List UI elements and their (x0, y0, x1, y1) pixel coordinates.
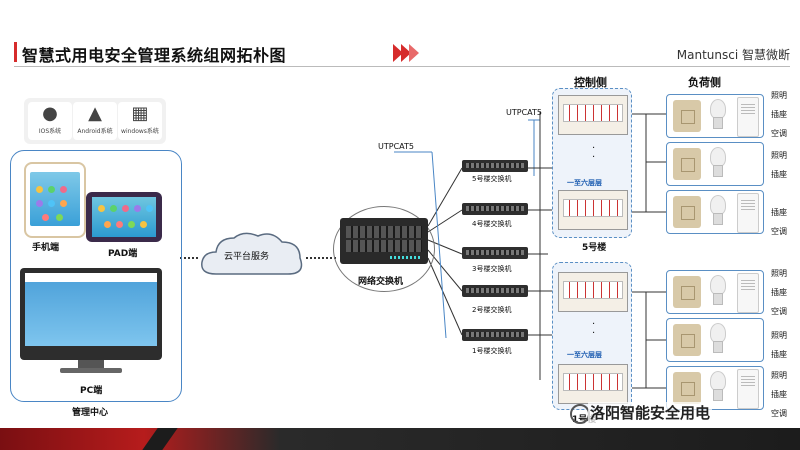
cable-label-left: UTPCAT5 (378, 142, 414, 151)
load-type-list: 照明 插座 空调 (771, 91, 787, 138)
load-type-list: 插座 空调 (771, 208, 787, 236)
brand-name: Mantunsci 智慧微断 (676, 48, 790, 62)
bulb-icon (707, 323, 727, 353)
floor-range-label: 一至六层层 (567, 179, 602, 187)
bulb-icon (707, 275, 727, 305)
android-icon: ▲Android系统 (73, 102, 117, 140)
wechat-icon (570, 404, 590, 424)
load-type-list: 照明 插座 空调 (771, 371, 787, 418)
cloud-label: 云平台服务 (224, 252, 270, 262)
pc-monitor-icon (20, 268, 162, 360)
load-equipment-box (666, 142, 764, 186)
switch-label: 4号楼交换机 (472, 220, 512, 228)
load-type-list: 照明 插座 (771, 331, 787, 359)
bulb-icon (707, 371, 727, 401)
switch-building-4-icon (462, 203, 528, 215)
breaker-panel-icon (558, 272, 628, 312)
management-center-label: 管理中心 (72, 408, 109, 418)
load-equipment-box (666, 94, 764, 138)
breaker-panel-icon (558, 95, 628, 135)
tablet-device-icon (86, 192, 162, 242)
monitor-stand (78, 360, 104, 370)
socket-icon (673, 148, 701, 180)
switch-label: 1号楼交换机 (472, 347, 512, 355)
bulb-icon (707, 99, 727, 129)
chevron-decoration-icon (393, 44, 419, 62)
main-switch-label: 网络交换机 (358, 277, 404, 287)
page-title: 智慧式用电安全管理系统组网拓朴图 (22, 46, 287, 65)
air-conditioner-icon (737, 369, 759, 409)
air-conditioner-icon (737, 273, 759, 313)
switch-label: 3号楼交换机 (472, 265, 512, 273)
phone-label: 手机端 (32, 243, 60, 253)
switch-building-5-icon (462, 160, 528, 172)
socket-icon (673, 100, 701, 132)
apple-icon: ●IOS系统 (28, 102, 72, 140)
load-side-header: 负荷侧 (688, 76, 721, 89)
load-equipment-box (666, 318, 764, 362)
cable-label-right: UTPCAT5 (506, 108, 542, 117)
air-conditioner-icon (737, 193, 759, 233)
os-platforms: ●IOS系统 ▲Android系统 ▦windows系统 (24, 98, 166, 144)
bulb-icon (707, 147, 727, 177)
breaker-panel-icon (558, 364, 628, 404)
header-divider (14, 66, 790, 67)
load-equipment-box (666, 190, 764, 234)
load-equipment-box (666, 270, 764, 314)
ellipsis-dots: ·· (592, 319, 596, 339)
air-conditioner-icon (737, 97, 759, 137)
windows-icon: ▦windows系统 (118, 102, 162, 140)
socket-icon (673, 276, 701, 308)
pc-label: PC端 (80, 386, 103, 396)
ellipsis-dots: ·· (592, 143, 596, 163)
load-type-list: 照明 插座 空调 (771, 269, 787, 316)
floor-range-label: 一至六层层 (567, 351, 602, 359)
cloud-icon (196, 228, 308, 282)
monitor-base (60, 368, 122, 373)
pad-label: PAD端 (108, 249, 138, 259)
control-side-header: 控制侧 (574, 76, 607, 89)
switch-building-1-icon (462, 329, 528, 341)
switch-building-3-icon (462, 247, 528, 259)
switch-building-2-icon (462, 285, 528, 297)
breaker-panel-icon (558, 190, 628, 230)
network-ring (333, 206, 435, 292)
management-center-frame (10, 150, 182, 402)
socket-icon (673, 196, 701, 228)
watermark-text: 洛阳智能安全用电 (588, 402, 713, 423)
title-accent-bar (14, 42, 17, 62)
main-switch-icon (340, 218, 428, 264)
socket-icon (673, 372, 701, 404)
load-type-list: 照明 插座 (771, 151, 787, 179)
bulb-icon (707, 195, 727, 225)
phone-device-icon (24, 162, 86, 238)
load-equipment-box (666, 366, 764, 410)
building-5-label: 5号楼 (582, 243, 607, 253)
switch-label: 5号楼交换机 (472, 175, 512, 183)
footer-bar (0, 428, 800, 450)
switch-label: 2号楼交换机 (472, 306, 512, 314)
socket-icon (673, 324, 701, 356)
